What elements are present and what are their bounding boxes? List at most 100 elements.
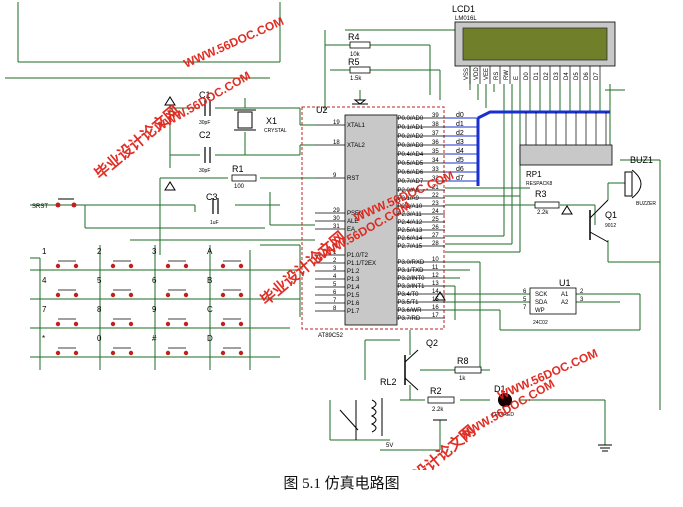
mcu-pin-name: P3.7/RD [398, 316, 421, 322]
bus-label-d4: d4 [456, 148, 464, 155]
mcu-pin-num: 1 [333, 250, 337, 256]
mcu-pin-num: 38 [432, 122, 439, 128]
bus-label-d5: d5 [456, 157, 464, 164]
lcd-pin-label: VDD [474, 67, 480, 80]
svg-text:C2: C2 [199, 130, 211, 140]
keypad-key: C [207, 305, 244, 327]
key-label: * [42, 334, 45, 343]
mcu-pin-num: 17 [432, 313, 439, 319]
svg-text:30pF: 30pF [199, 120, 210, 126]
mcu-pin-name: P3.4/T0 [398, 292, 420, 298]
bus-label-d6: d6 [456, 166, 464, 173]
mcu-pin-name: P2.3/A11 [398, 212, 423, 218]
svg-text:BUZ1: BUZ1 [630, 155, 653, 165]
reset-switch: SRST [32, 198, 77, 210]
svg-text:WWW.56DOC.COM: WWW.56DOC.COM [496, 346, 600, 403]
mcu-ref: U2 [316, 105, 328, 115]
mcu-pin-num: 12 [432, 273, 439, 279]
mcu-pin-num: 11 [432, 265, 439, 271]
svg-text:10k: 10k [350, 52, 361, 58]
mcu-pin-num: 31 [333, 224, 340, 230]
mcu-pin-name: P0.4/AD4 [398, 152, 424, 158]
key-label: 1 [42, 247, 47, 256]
mcu-pin-name: P3.5/T1 [398, 300, 420, 306]
resistor-r8: R8 1k [454, 356, 482, 382]
svg-text:30pF: 30pF [199, 168, 210, 174]
svg-text:SDA: SDA [535, 300, 547, 306]
mcu-model: AT89C52 [318, 333, 344, 339]
keypad-key: D [207, 334, 244, 356]
svg-text:R2: R2 [430, 386, 442, 396]
svg-text:LED-RED: LED-RED [492, 412, 514, 418]
svg-text:7: 7 [523, 305, 527, 311]
transistor-q1: Q1 9012 [589, 199, 617, 243]
mcu-pin-name: P0.5/AD5 [398, 161, 424, 167]
mcu-pin-num: 5 [333, 282, 337, 288]
mcu-pin-name: P3.2/INT0 [398, 276, 426, 282]
relay-rl2: RL2 5V [339, 377, 397, 449]
lcd-pin-label: D4 [564, 72, 570, 80]
lcd-pin-label: RW [504, 70, 510, 80]
svg-text:100: 100 [234, 184, 245, 190]
svg-text:A2: A2 [561, 300, 569, 306]
mcu-pin-num: 6 [333, 290, 337, 296]
mcu-pin-name: P1.2 [347, 269, 360, 275]
lcd-pin-label: D1 [534, 72, 540, 80]
mcu-pin-num: 29 [333, 208, 340, 214]
svg-text:2.2k: 2.2k [537, 210, 549, 216]
keypad-key: 0 [97, 334, 134, 356]
key-label: B [207, 276, 212, 285]
keypad-key: 6 [152, 276, 189, 298]
svg-text:1uF: 1uF [210, 220, 219, 226]
svg-text:R4: R4 [348, 32, 360, 42]
rp1-label: RESPACK8 [526, 181, 553, 187]
mcu-pin-num: 8 [333, 306, 337, 312]
mcu-pin-name: XTAL2 [347, 143, 366, 149]
capacitor-c3: C3 1uF [206, 192, 219, 226]
keypad-key: 7 [42, 305, 79, 327]
buzzer-buz1: BUZ1 BUZZER [624, 155, 656, 207]
svg-text:Q2: Q2 [426, 338, 438, 348]
eeprom-24c02: U1 SCK SDA WP A1 A2 6 5 7 2 3 24C02 [523, 278, 584, 326]
mcu-pin-num: 28 [432, 241, 439, 247]
keypad-key: 2 [97, 247, 134, 269]
mcu-pin-name: P0.3/AD3 [398, 143, 424, 149]
transistor-q2: Q2 [404, 338, 438, 391]
capacitor-c1: C1 30pF [199, 90, 211, 126]
mcu-pin-num: 9 [333, 173, 337, 179]
mcu-pin-num: 16 [432, 305, 439, 311]
svg-text:D1: D1 [494, 384, 506, 394]
led-d1: D1 LED-RED [492, 384, 514, 418]
mcu-pin-name: P3.0/RXD [398, 260, 425, 266]
key-label: 7 [42, 305, 47, 314]
bus-label-d2: d2 [456, 130, 464, 137]
lcd-pin-label: D6 [584, 72, 590, 80]
key-label: 0 [97, 334, 102, 343]
mcu-pin-num: 4 [333, 274, 337, 280]
lcd-screen [462, 27, 608, 61]
svg-text:R1: R1 [232, 164, 244, 174]
mcu-pin-name: ALE [347, 219, 358, 225]
key-label: D [207, 334, 213, 343]
svg-text:5V: 5V [386, 443, 393, 449]
mcu-pin-name: P2.1/A9 [398, 196, 420, 202]
mcu-pin-name: PSEN [347, 211, 363, 217]
capacitor-c2: C2 30pF [199, 130, 211, 174]
mcu-pin-name: P2.7/A15 [398, 244, 423, 250]
key-label: 3 [152, 247, 157, 256]
svg-text:SRST: SRST [32, 204, 48, 210]
keypad-key: 3 [152, 247, 189, 269]
lcd-pin-label: D5 [574, 72, 580, 80]
keypad-key: B [207, 276, 244, 298]
svg-text:2.2k: 2.2k [432, 407, 444, 413]
mcu-pin-num: 18 [333, 140, 340, 146]
keypad-key: 9 [152, 305, 189, 327]
svg-text:Q1: Q1 [605, 210, 617, 220]
lcd-model: LM016L [455, 16, 477, 22]
svg-text:U1: U1 [559, 278, 571, 288]
lcd-pin-label: RS [494, 72, 500, 80]
bus-label-d1: d1 [456, 121, 464, 128]
key-label: # [152, 334, 157, 343]
